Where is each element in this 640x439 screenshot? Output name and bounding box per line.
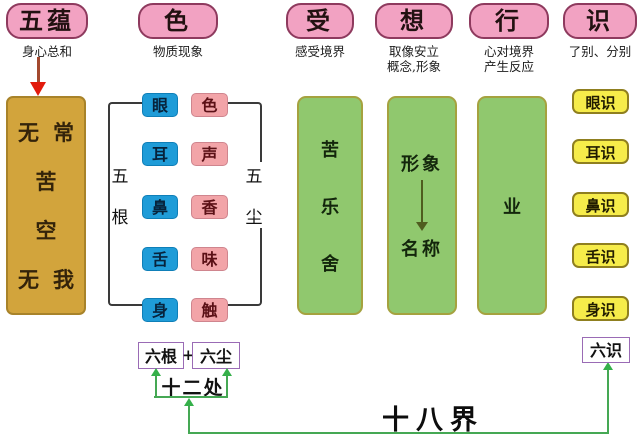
- root-box-tongue: 舌: [142, 247, 178, 271]
- feeling-box: 苦 乐 舍: [297, 96, 363, 315]
- header-col-se: 色 物质现象: [134, 3, 222, 59]
- arrow-line-to-six-roots: [155, 374, 157, 396]
- xing-subtitle-line2: 产生反应: [483, 59, 534, 74]
- header-col-shi: 识 了别、分别: [560, 3, 640, 59]
- twelve-bases-bracket-line: [154, 396, 228, 398]
- shou-subtitle: 感受境界: [294, 44, 345, 59]
- feeling-char-neutral: 舍: [321, 253, 339, 275]
- wuyun-title-box: 五蕴: [6, 3, 88, 39]
- xing-subtitle-line1: 心对境界: [483, 44, 534, 59]
- up-arrow-icon-twelve-bases: [184, 398, 194, 406]
- shou-title-box: 受: [286, 3, 354, 39]
- header-col-xing: 行 心对境界 产生反应: [466, 3, 552, 74]
- xing-title-box: 行: [469, 3, 549, 39]
- up-arrow-icon-six-roots: [151, 368, 161, 376]
- consciousness-box-nose: 鼻识: [572, 192, 629, 217]
- wuyun-subtitle: 身心总和: [21, 44, 72, 59]
- perception-box: 形象 名称: [387, 96, 457, 315]
- five-roots-char: 根: [111, 208, 129, 228]
- arrow-line-to-six-consciousness: [607, 368, 609, 433]
- consciousness-box-body: 身识: [572, 296, 629, 321]
- feeling-chars: 苦 乐 舍: [321, 136, 339, 276]
- bracket-left: [108, 102, 142, 306]
- dust-box-taste: 味: [191, 247, 228, 271]
- up-arrow-icon-six-dusts: [222, 368, 232, 376]
- six-consciousness-box: 六识: [582, 337, 630, 363]
- shi-title-box: 识: [563, 3, 637, 39]
- nature-char: 空: [35, 218, 57, 243]
- root-box-nose: 鼻: [142, 195, 178, 219]
- arrow-line-to-six-dusts: [226, 374, 228, 396]
- eighteen-realms-line: [188, 432, 609, 434]
- dust-box-touch: 触: [191, 298, 228, 322]
- consciousness-box-ear: 耳识: [572, 139, 629, 164]
- consciousness-box-eye: 眼识: [572, 89, 629, 114]
- xiang-title-box: 想: [375, 3, 453, 39]
- five-dusts-char: 五: [245, 167, 263, 187]
- formation-label: 业: [503, 196, 521, 218]
- six-dusts-box: 六尘: [192, 342, 240, 369]
- olive-down-arrow-shaft: [421, 180, 423, 222]
- five-roots-label: 五 根: [110, 162, 130, 228]
- up-arrow-icon-six-consciousness: [603, 362, 613, 370]
- nature-char: 无: [18, 120, 39, 145]
- arrow-line-to-twelve-bases: [188, 404, 190, 434]
- nature-line-suffering: 苦: [36, 166, 57, 196]
- red-down-arrow-shaft: [37, 57, 40, 83]
- five-dusts-char: 尘: [245, 208, 263, 228]
- nature-char: 苦: [35, 169, 57, 194]
- se-title-box: 色: [138, 3, 218, 39]
- xiang-subtitle-line1: 取像安立: [388, 44, 439, 59]
- olive-down-arrow-icon: [416, 222, 428, 231]
- dust-box-smell: 香: [191, 195, 228, 219]
- root-box-eye: 眼: [142, 93, 178, 117]
- header-col-shou: 受 感受境界: [283, 3, 357, 59]
- formation-box: 业: [477, 96, 547, 315]
- five-roots-char: 五: [111, 167, 129, 187]
- six-roots-box: 六根: [138, 342, 184, 369]
- perception-top-label: 形象: [401, 154, 443, 175]
- perception-bottom-label: 名称: [401, 239, 443, 260]
- nature-line-impermanence: 无 常: [18, 117, 74, 147]
- root-box-body: 身: [142, 298, 178, 322]
- nature-char: 无: [18, 267, 39, 292]
- twelve-bases-label: 十二处: [161, 377, 225, 399]
- feeling-char-suffering: 苦: [321, 139, 339, 161]
- xiang-subtitle-line2: 概念,形象: [387, 59, 441, 74]
- consciousness-box-tongue: 舌识: [572, 243, 629, 268]
- dust-box-form: 色: [191, 93, 228, 117]
- red-down-arrow-icon: [30, 82, 46, 96]
- feeling-char-pleasure: 乐: [321, 196, 339, 218]
- shi-subtitle: 了别、分别: [568, 44, 632, 59]
- five-dusts-label: 五 尘: [244, 162, 264, 228]
- header-col-wuyun: 五蕴 身心总和: [2, 3, 92, 59]
- nature-char: 常: [53, 120, 74, 145]
- header-col-xiang: 想 取像安立 概念,形象: [371, 3, 457, 74]
- dust-box-sound: 声: [191, 142, 228, 166]
- plus-sign: +: [182, 346, 195, 364]
- aggregate-nature-box: 无 常 苦 空 无 我: [6, 96, 86, 315]
- root-box-ear: 耳: [142, 142, 178, 166]
- se-subtitle: 物质现象: [152, 44, 203, 59]
- nature-char: 我: [53, 267, 74, 292]
- eighteen-realms-label: 十八界: [382, 405, 484, 436]
- nature-line-nonself: 无 我: [18, 264, 74, 294]
- nature-line-emptiness: 空: [36, 215, 57, 245]
